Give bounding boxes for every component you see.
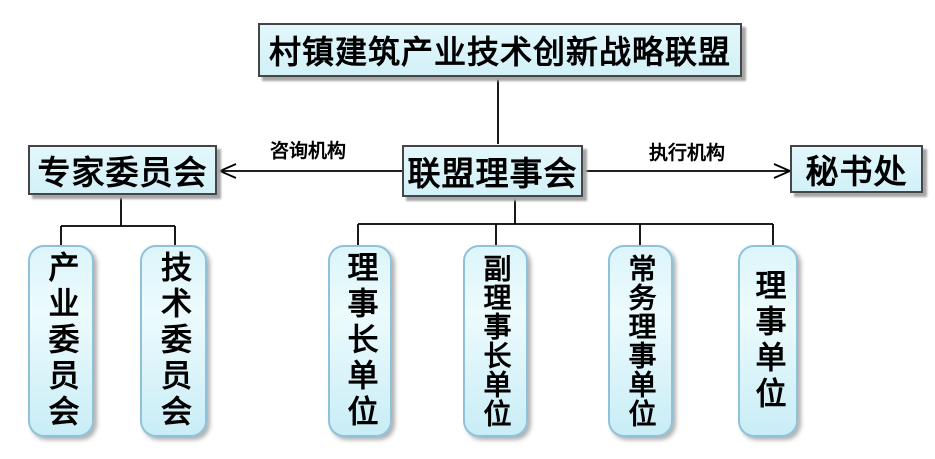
edge-expert-children xyxy=(60,195,176,246)
box-vice-chairman-unit: 副理事长单位 xyxy=(463,245,528,437)
box-alliance-root: 村镇建筑产业技术创新战略联盟 xyxy=(258,23,742,77)
box-industry-committee: 产业委员会 xyxy=(28,245,94,437)
edge-council-children xyxy=(357,197,774,246)
label-executive-body: 执行机构 xyxy=(631,138,743,165)
box-expert-committee-label: 专家委员会 xyxy=(37,154,208,191)
box-industry-committee-label: 产业委员会 xyxy=(43,251,79,431)
box-secretariat-label: 秘书处 xyxy=(805,153,908,190)
box-secretariat: 秘书处 xyxy=(790,145,923,193)
box-technology-committee-label: 技术委员会 xyxy=(156,251,191,431)
box-technology-committee: 技术委员会 xyxy=(140,245,207,437)
arrowhead-right xyxy=(773,163,793,179)
box-council: 联盟理事会 xyxy=(402,145,583,197)
box-council-label: 联盟理事会 xyxy=(407,155,578,192)
label-advisory-body-text: 咨询机构 xyxy=(269,141,346,162)
box-chairman-unit-label: 理事长单位 xyxy=(342,251,378,431)
label-executive-body-text: 执行机构 xyxy=(648,143,725,164)
box-alliance-root-label: 村镇建筑产业技术创新战略联盟 xyxy=(268,34,731,70)
box-standing-director-unit-label: 常务理事单位 xyxy=(625,254,657,428)
box-vice-chairman-unit-label: 副理事长单位 xyxy=(480,254,512,428)
box-chairman-unit: 理事长单位 xyxy=(328,245,392,437)
box-expert-committee: 专家委员会 xyxy=(28,145,217,195)
box-standing-director-unit: 常务理事单位 xyxy=(608,245,673,437)
box-director-unit-label: 理事单位 xyxy=(750,269,786,413)
arrowhead-left xyxy=(217,163,237,179)
label-advisory-body: 咨询机构 xyxy=(252,136,364,163)
box-director-unit: 理事单位 xyxy=(738,245,798,437)
